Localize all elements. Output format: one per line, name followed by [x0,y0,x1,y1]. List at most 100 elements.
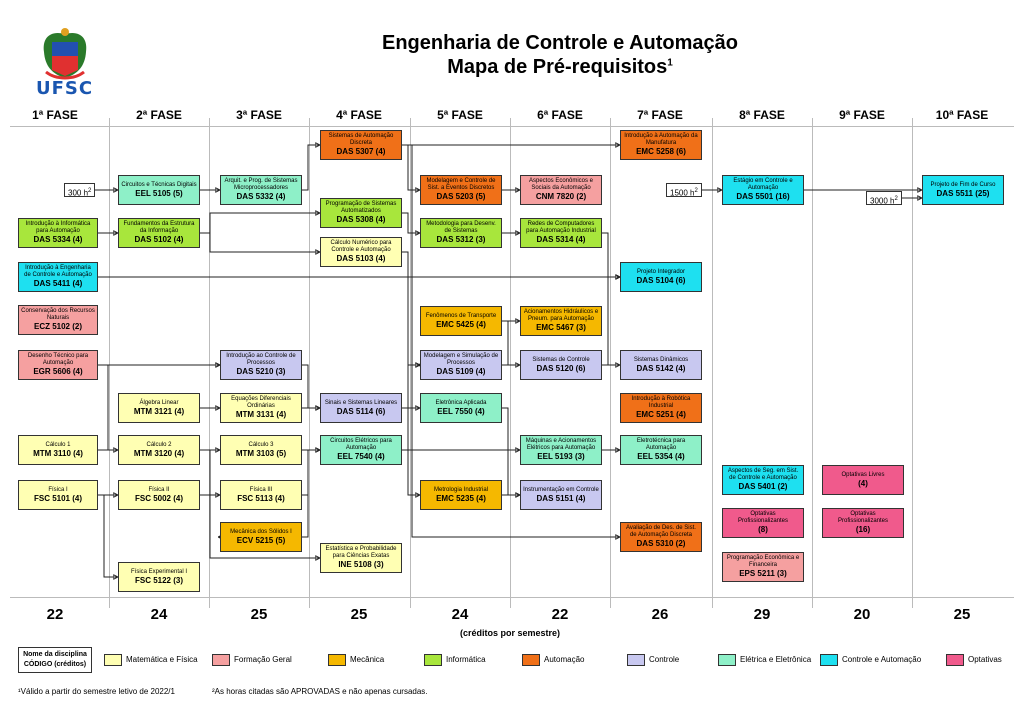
subtitle-footnote-mark: 1 [667,57,673,69]
course-name: Optativas Profissionalizantes [837,511,889,524]
course-name: Aspectos de Seg. em Sist. de Controle e … [727,468,799,481]
phase-header-9: 9ª FASE [839,108,885,122]
course-name: Introdução à Automação da Manufatura [624,133,698,146]
course-box: Optativas Profissionalizantes(8) [722,508,804,538]
course-code: FSC 5122 (3) [134,575,184,585]
legend-label: Optativas [968,655,1002,664]
course-name: Física I [48,486,68,493]
phase-separator [610,118,611,608]
prerequisite-arrow [402,144,419,190]
course-name: Arquit. e Prog. de Sistemas Microprocess… [224,178,298,191]
phase-credits-7: 26 [651,606,669,623]
course-name: Sistemas de Controle [532,356,590,363]
credits-caption: (créditos por semestre) [460,628,561,638]
legend-swatch [820,654,838,666]
course-code: (8) [758,525,768,534]
ufsc-crest-icon [43,28,87,80]
prerequisite-arrow [200,232,319,252]
phase-credits-9: 20 [853,606,871,623]
course-code: (16) [855,525,871,534]
course-code: DAS 5307 (4) [336,147,386,156]
course-code: DAS 5109 (4) [436,367,486,376]
course-code: DAS 5312 (3) [436,235,486,244]
course-box: Introdução à Engenharia de Controle e Au… [18,262,98,292]
phase-separator [812,118,813,608]
course-code: FSC 5113 (4) [237,493,285,503]
phase-separator [410,118,411,608]
legend-key-code: CÓDIGO (créditos) [23,661,87,668]
course-code: DAS 5501 (16) [736,192,790,201]
prerequisite-arrow [402,251,419,365]
legend-label: Mecânica [350,655,385,664]
phase-header-10: 10ª FASE [935,108,989,122]
course-code: FSC 5101 (4) [33,493,83,503]
course-code: DAS 5210 (3) [236,367,286,376]
footnote-1: ¹Válido a partir do semestre letivo de 2… [18,687,175,696]
course-code: INE 5108 (3) [338,560,384,569]
course-name: Estágio em Controle e Automação [733,178,793,191]
course-code: DAS 5308 (4) [336,215,386,224]
prerequisite-arrow [402,365,419,409]
legend-swatch [718,654,736,666]
phase-credits-5: 24 [451,606,469,623]
course-name: Introdução à Engenharia de Controle e Au… [24,265,92,278]
phase-separator [510,118,511,608]
phase-credits-6: 22 [551,606,569,623]
prerequisite-arrow [602,277,619,366]
course-box: Aspectos Econômicos e Sociais da Automaç… [520,175,602,205]
legend-label: Informática [446,655,486,664]
course-name: Sistemas de Automação Discreta [328,133,394,146]
hours-requirement: 300 h2 [64,183,96,198]
course-name: Eletrônica Aplicada [435,399,487,406]
course-name: Projeto de Fim de Curso [930,181,996,188]
course-code: EMC 5235 (4) [436,493,486,503]
course-code: EGR 5606 (4) [33,367,83,376]
prerequisite-arrow [200,449,319,558]
course-code: MTM 3121 (4) [133,406,185,416]
phase-separator [712,118,713,608]
course-name: Circuitos e Técnicas Digitais [121,181,197,188]
course-name: Fenômenos de Transporte [425,312,497,319]
course-box: Máquinas e Acionamentos Elétricos para A… [520,435,602,465]
course-name: Optativas Livres [841,471,885,478]
course-name: Metrologia Industrial [433,486,489,493]
footnote-2: ²As horas citadas são APROVADAS e não ap… [212,687,428,696]
phase-credits-1: 22 [46,606,64,623]
phase-credits-2: 24 [150,606,168,623]
course-name: Desenho Técnico para Automação [27,353,89,366]
phase-header-1: 1ª FASE [32,108,78,122]
prerequisite-arrow [98,494,117,577]
course-code: DAS 5332 (4) [236,192,286,201]
legend-key-box: Nome da disciplina CÓDIGO (créditos) [18,647,92,673]
course-code: EMC 5258 (6) [636,147,686,156]
phase-credits-4: 25 [350,606,368,623]
course-name: Aspectos Econômicos e Sociais da Automaç… [528,178,594,191]
legend-swatch [424,654,442,666]
course-code: EEL 7550 (4) [437,406,485,416]
course-code: EMC 5251 (4) [636,410,686,419]
course-code: DAS 5310 (2) [636,539,686,548]
course-code: EMC 5425 (4) [436,319,486,329]
course-code: (4) [858,478,868,488]
legend-key-name: Nome da disciplina [23,651,87,658]
course-code: ECV 5215 (5) [236,535,286,545]
course-name: Sistemas Dinâmicos [633,356,689,363]
phase-header-5: 5ª FASE [437,108,483,122]
course-name: Avaliação de Des. de Sist. de Automação … [626,525,696,538]
footer-divider [10,597,1014,598]
phase-header-8: 8ª FASE [739,108,785,122]
course-name: Fundamentos da Estrutura da Informação [123,221,195,234]
course-box: Redes de Computadores para Automação Ind… [520,218,602,248]
